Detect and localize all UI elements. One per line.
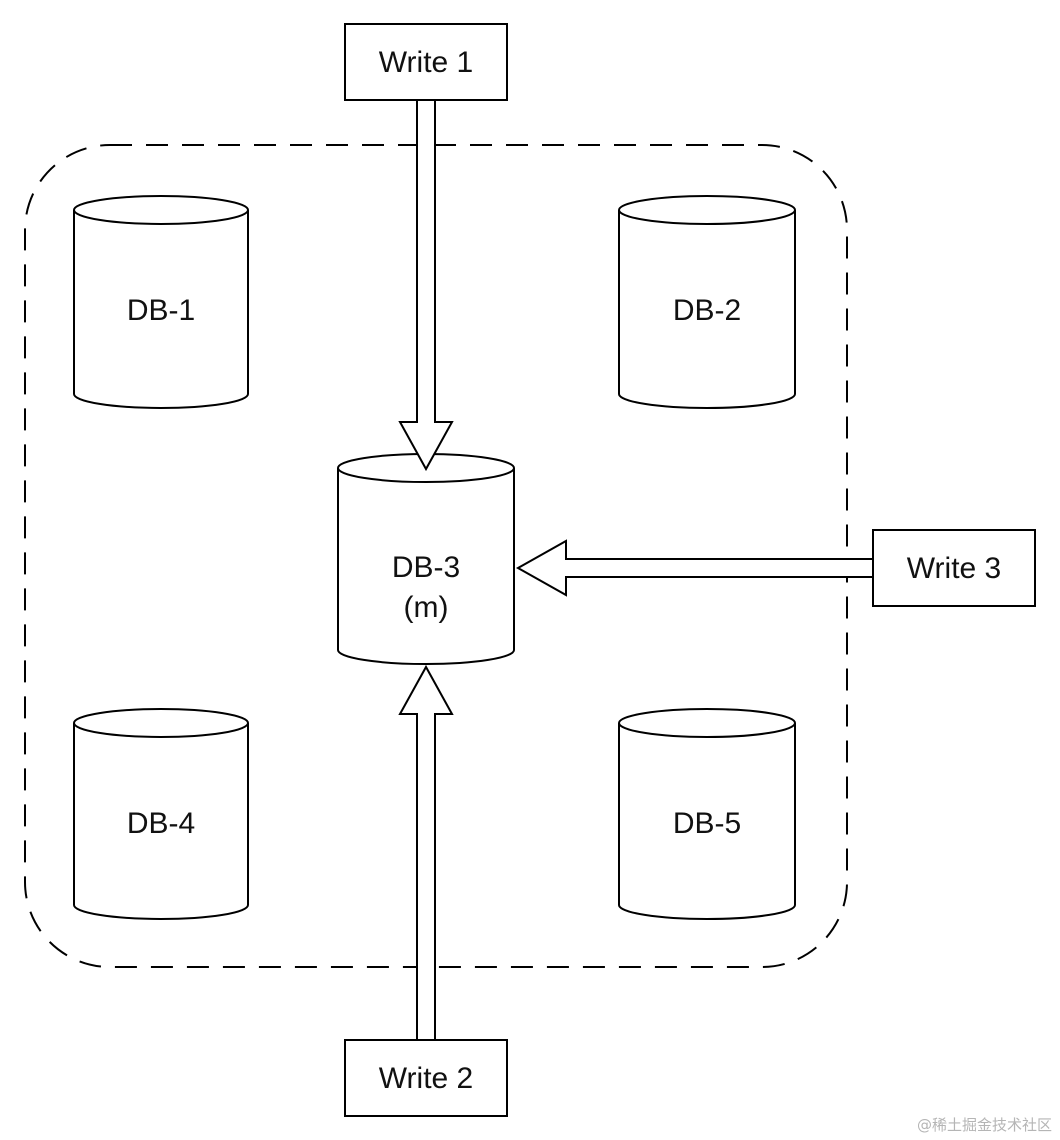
db3-sublabel: (m) [404,591,449,624]
write3-box: Write 3 [872,529,1036,607]
write3-label: Write 3 [907,552,1001,585]
database-db2: DB-2 [618,195,796,409]
database-db1: DB-1 [73,195,249,409]
database-db3-master: DB-3 (m) [337,453,515,665]
db4-label: DB-4 [127,807,195,840]
db5-label: DB-5 [673,807,741,840]
db1-label: DB-1 [127,294,195,327]
database-db5: DB-5 [618,708,796,920]
arrow-write1-to-db3 [398,99,454,472]
write1-label: Write 1 [379,46,473,79]
db3-label: DB-3 [392,551,460,584]
database-db4: DB-4 [73,708,249,920]
write2-label: Write 2 [379,1062,473,1095]
write2-box: Write 2 [344,1039,508,1117]
write1-box: Write 1 [344,23,508,101]
arrow-write3-to-db3 [515,539,874,597]
db2-label: DB-2 [673,294,741,327]
watermark-text: @稀土掘金技术社区 [917,1116,1052,1134]
arrow-write2-to-db3 [398,664,454,1041]
